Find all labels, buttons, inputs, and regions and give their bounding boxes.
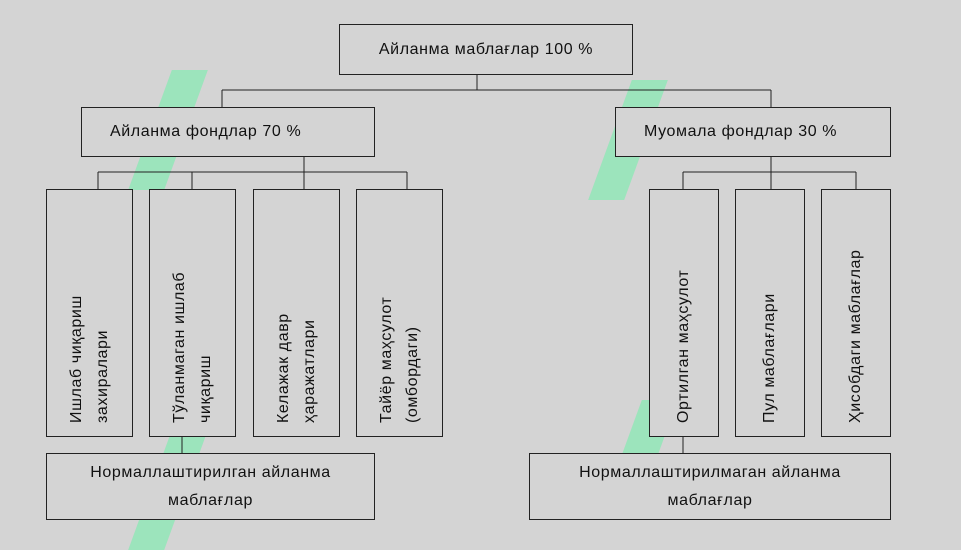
right-item-label: Ортилган маҳсулот (675, 269, 692, 423)
left-item-box: Келажак давр ҳаражатлари (253, 189, 340, 437)
right-item-label: Ҳисобдаги маблағлар (847, 249, 864, 423)
left-item-label: Тўланмаган ишлаб чиқариш (170, 271, 214, 423)
left-bottom-box: Нормаллаштирилган айланма маблағлар (46, 453, 375, 520)
left-group-box: Айланма фондлар 70 % (81, 107, 375, 157)
left-item-label: Ишлаб чиқариш захиралари (67, 295, 111, 423)
left-item-box: Тайёр маҳсулот (омбордаги) (356, 189, 443, 437)
right-group-box: Муомала фондлар 30 % (615, 107, 891, 157)
right-bottom-box: Нормаллаштирилмаган айланма маблағлар (529, 453, 891, 520)
left-item-box: Ишлаб чиқариш захиралари (46, 189, 133, 437)
root-label: Айланма маблағлар 100 % (378, 40, 594, 58)
left-group-title: Айланма фондлар 70 % (110, 123, 302, 140)
right-item-box: Ҳисобдаги маблағлар (821, 189, 891, 437)
right-group-title: Муомала фондлар 30 % (644, 123, 838, 140)
left-bottom-label: Нормаллаштирилган айланма маблағлар (90, 463, 331, 509)
root-box: Айланма маблағлар 100 % (339, 24, 633, 75)
left-item-label: Тайёр маҳсулот (омбордаги) (377, 296, 421, 423)
left-item-box: Тўланмаган ишлаб чиқариш (149, 189, 236, 437)
right-item-label: Пул маблағлари (761, 293, 778, 423)
left-item-label: Келажак давр ҳаражатлари (274, 313, 318, 423)
right-item-box: Ортилган маҳсулот (649, 189, 719, 437)
right-item-box: Пул маблағлари (735, 189, 805, 437)
right-bottom-label: Нормаллаштирилмаган айланма маблағлар (579, 463, 841, 509)
